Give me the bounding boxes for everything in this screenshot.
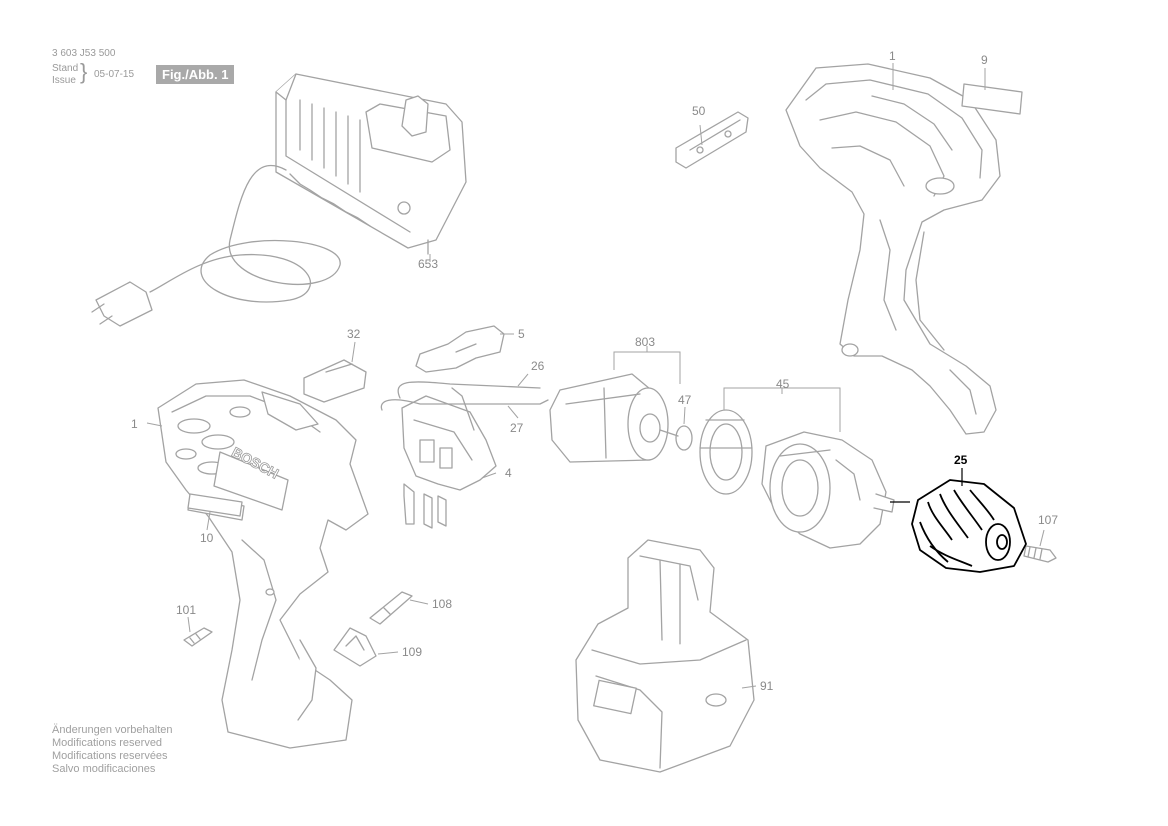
part-45-gearbox-drawing (699, 409, 895, 549)
part-32-drawing (303, 359, 367, 403)
part-label: 653 (418, 257, 438, 271)
part-label: 5 (518, 327, 525, 341)
part-5-drawing (415, 325, 505, 373)
brace-glyph: } (80, 59, 88, 84)
part-label: 1 (131, 417, 138, 431)
part-label: 803 (635, 335, 655, 349)
issue-label: Issue (52, 75, 76, 86)
housing-half-left-drawing (157, 379, 369, 749)
modification-notes: Änderungen vorbehalten Modifications res… (52, 724, 172, 776)
part-label: 47 (678, 393, 692, 407)
figure-badge: Fig./Abb. 1 (156, 65, 235, 84)
part-107-screw-drawing (1023, 545, 1057, 563)
part-label: 27 (510, 421, 524, 435)
part-label: 50 (692, 104, 706, 118)
part-label: 109 (402, 645, 422, 659)
issue-date: 05-07-15 (94, 69, 135, 80)
part-50-drawing (675, 111, 749, 169)
doc-number: 3 603 J53 500 (52, 48, 116, 59)
leader-lines (146, 63, 1045, 689)
part-label: 1 (889, 49, 896, 63)
part-803-motor-drawing (549, 373, 693, 463)
part-108-bit-drawing (369, 591, 413, 625)
part-10-plate-drawing (187, 493, 243, 517)
note-line: Modifications reserved (52, 737, 163, 749)
part-label: 91 (760, 679, 774, 693)
note-line: Modifications reservées (52, 750, 168, 762)
part-label-highlighted: 25 (954, 453, 968, 467)
housing-half-right-drawing (785, 63, 1023, 435)
note-line: Änderungen vorbehalten (52, 724, 173, 736)
part-label: 9 (981, 53, 988, 67)
part-label: 10 (200, 531, 214, 545)
stand-label: Stand (52, 63, 79, 74)
charger-drawing (91, 73, 467, 327)
part-label: 108 (432, 597, 452, 611)
part-4-switch-drawing (380, 381, 549, 529)
part-label: 107 (1038, 513, 1058, 527)
part-91-battery-drawing (575, 539, 755, 773)
note-line: Salvo modificaciones (52, 763, 156, 775)
part-109-clip-drawing (333, 627, 377, 667)
part-label: 26 (531, 359, 545, 373)
part-25-chuck-drawing (911, 479, 1027, 573)
part-label: 4 (505, 466, 512, 480)
part-label: 45 (776, 377, 790, 391)
part-101-screw-drawing (183, 627, 213, 647)
part-label: 32 (347, 327, 361, 341)
part-label: 101 (176, 603, 196, 617)
